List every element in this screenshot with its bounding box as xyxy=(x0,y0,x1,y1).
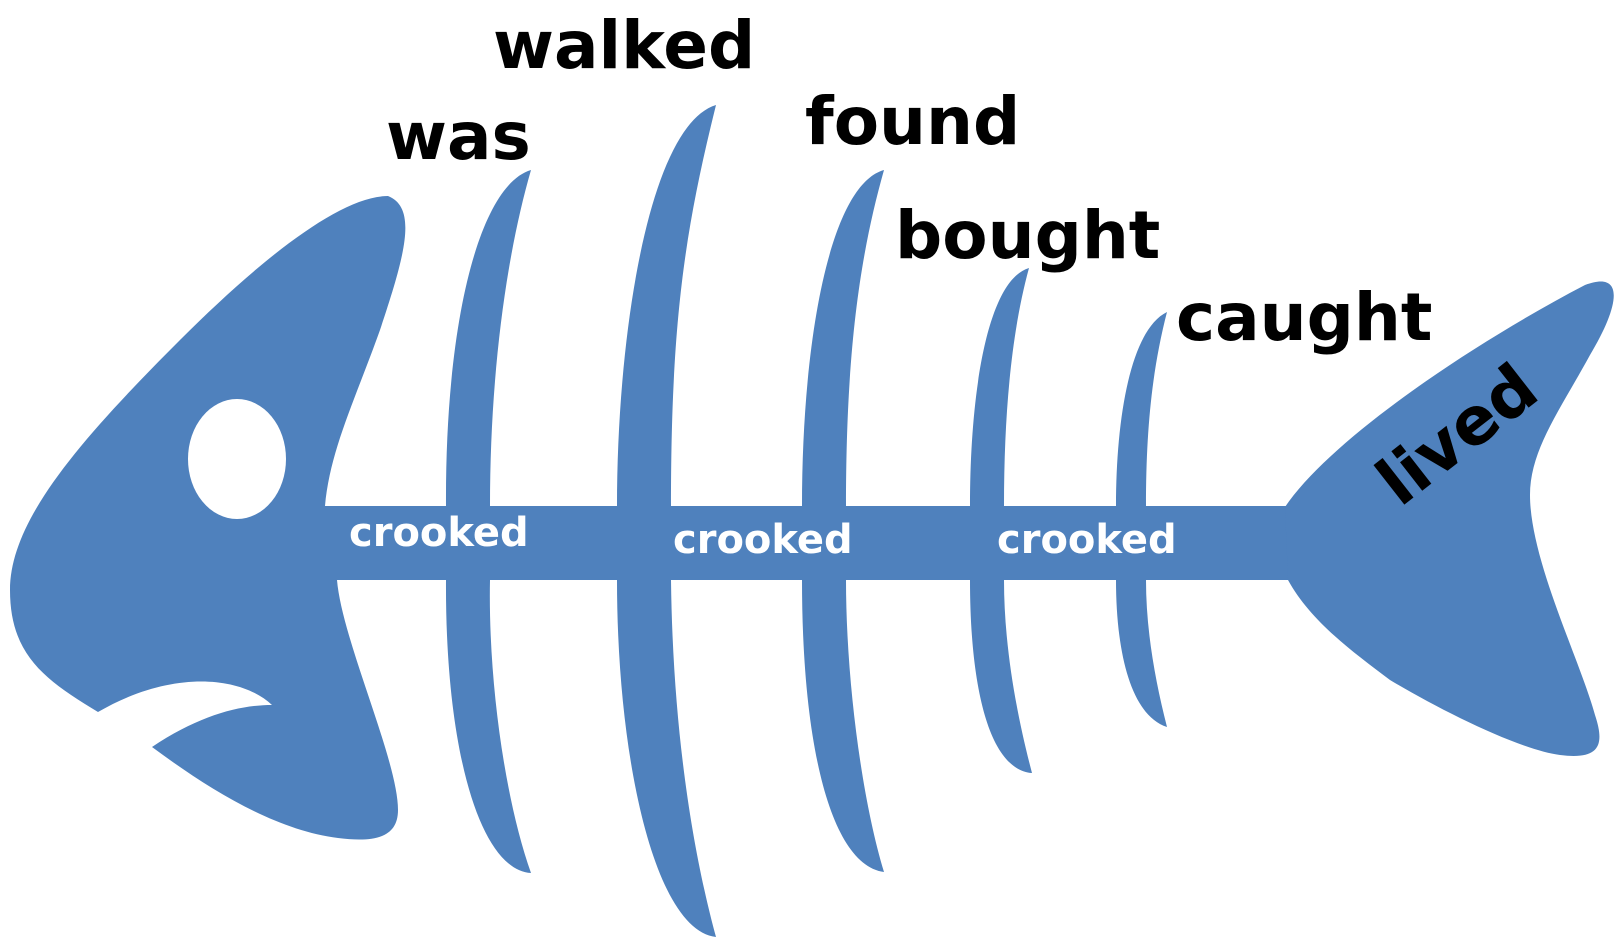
spine-word-1: crooked xyxy=(349,510,529,556)
rib-5 xyxy=(1116,312,1167,727)
word-walked: walked xyxy=(493,7,755,84)
rib-4 xyxy=(970,268,1032,773)
spine-word-2: crooked xyxy=(673,517,853,563)
word-was: was xyxy=(386,98,531,175)
rib-1 xyxy=(445,170,531,873)
word-bought: bought xyxy=(895,197,1160,274)
fish-head xyxy=(10,196,406,840)
fish-eye xyxy=(188,399,286,519)
spine-word-3: crooked xyxy=(997,517,1177,563)
word-found: found xyxy=(805,83,1020,160)
fish-tail xyxy=(1285,281,1614,756)
rib-3 xyxy=(802,170,884,872)
word-caught: caught xyxy=(1176,279,1432,356)
rib-2 xyxy=(617,105,716,937)
